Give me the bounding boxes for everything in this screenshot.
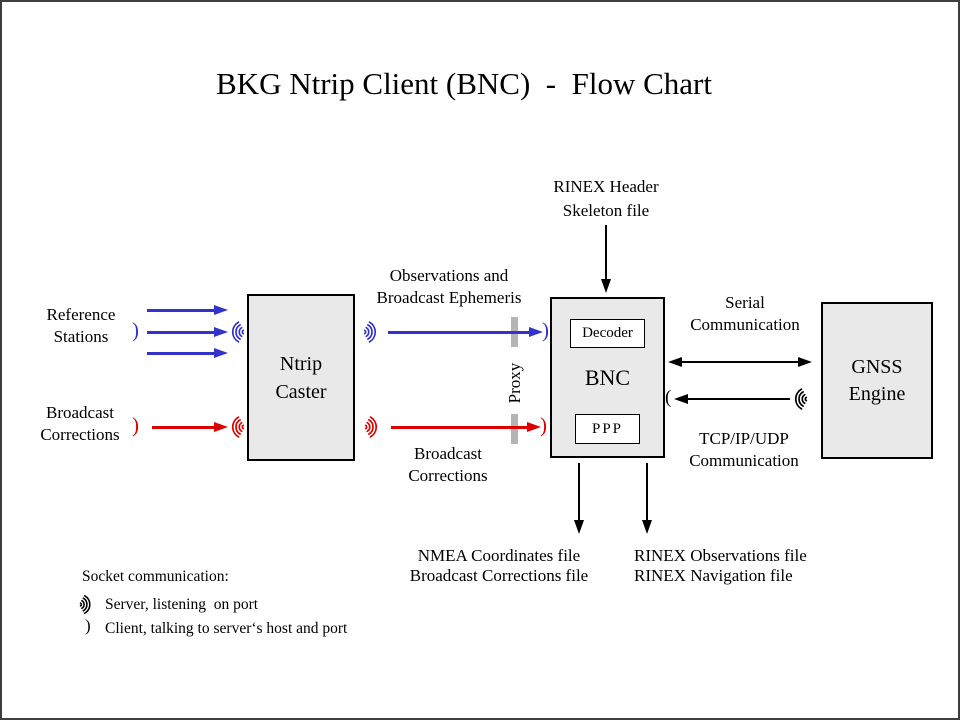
client-socket-icon-reference: ) bbox=[132, 318, 139, 342]
reference-arrow-top bbox=[147, 305, 228, 316]
client-socket-icon-bnc-tcp: ( bbox=[665, 387, 672, 408]
node-ppp: PPP bbox=[575, 414, 640, 444]
page-title: BKG Ntrip Client (BNC) - Flow Chart bbox=[216, 66, 712, 101]
client-socket-legend-icon: ) bbox=[85, 616, 91, 635]
label-tcp-communication: TCP/IP/UDP Communication bbox=[689, 429, 799, 471]
server-socket-legend-icon bbox=[79, 593, 94, 621]
node-gnss-engine: GNSS Engine bbox=[821, 302, 933, 459]
label-nmea-output: NMEA Coordinates file Broadcast Correcti… bbox=[409, 546, 589, 586]
proxy-label: Proxy bbox=[505, 362, 524, 404]
label-broadcast-corrections-input: Broadcast Corrections bbox=[40, 403, 120, 445]
proxy-bar-bottom bbox=[511, 414, 518, 444]
ntrip-caster-label: Ntrip Caster bbox=[275, 352, 327, 403]
server-socket-icon-ntrip-left-red bbox=[228, 414, 245, 445]
decoder-label: Decoder bbox=[582, 325, 633, 341]
label-rinex-header-skeleton: RINEX Header Skeleton file bbox=[553, 177, 659, 220]
server-socket-icon-ntrip-right-red bbox=[364, 414, 381, 445]
client-socket-icon-corrections: ) bbox=[132, 413, 139, 437]
gnss-engine-label: GNSS Engine bbox=[848, 355, 906, 405]
node-bnc: Decoder BNC PPP bbox=[550, 297, 665, 458]
nmea-output-arrow bbox=[574, 463, 585, 534]
corrections-stream-arrow bbox=[391, 422, 541, 433]
tcp-comm-arrow bbox=[674, 394, 790, 405]
bnc-label: BNC bbox=[584, 365, 631, 390]
reference-arrow-middle bbox=[147, 327, 228, 338]
server-socket-icon-gnss bbox=[791, 386, 808, 417]
reference-arrow-bottom bbox=[147, 348, 228, 359]
legend-server-label: Server, listening on port bbox=[105, 596, 259, 613]
observations-stream-arrow bbox=[388, 327, 543, 338]
client-socket-icon-bnc-blue: ) bbox=[542, 318, 549, 342]
legend-client-label: Client, talking to server‘s host and por… bbox=[105, 620, 348, 637]
node-decoder: Decoder bbox=[570, 319, 645, 348]
client-socket-icon-bnc-red: ) bbox=[540, 413, 547, 437]
server-socket-icon-ntrip-left-blue bbox=[228, 319, 245, 350]
label-rinex-output: RINEX Observations file RINEX Navigation… bbox=[634, 546, 807, 586]
label-serial-communication: Serial Communication bbox=[690, 293, 800, 335]
serial-comm-arrow bbox=[668, 357, 812, 368]
rinex-skeleton-arrow bbox=[601, 225, 612, 293]
broadcast-corrections-arrow bbox=[152, 422, 228, 433]
legend-title: Socket communication: bbox=[82, 568, 229, 585]
rinex-output-arrow bbox=[642, 463, 653, 534]
label-broadcast-corrections-stream: Broadcast Corrections bbox=[408, 444, 488, 486]
node-ntrip-caster: Ntrip Caster bbox=[247, 294, 355, 461]
server-socket-icon-ntrip-right-blue bbox=[363, 319, 380, 350]
label-observations-ephemeris: Observations and Broadcast Ephemeris bbox=[376, 266, 522, 308]
label-reference-stations: Reference Stations bbox=[46, 305, 116, 347]
ppp-label: PPP bbox=[591, 420, 624, 437]
